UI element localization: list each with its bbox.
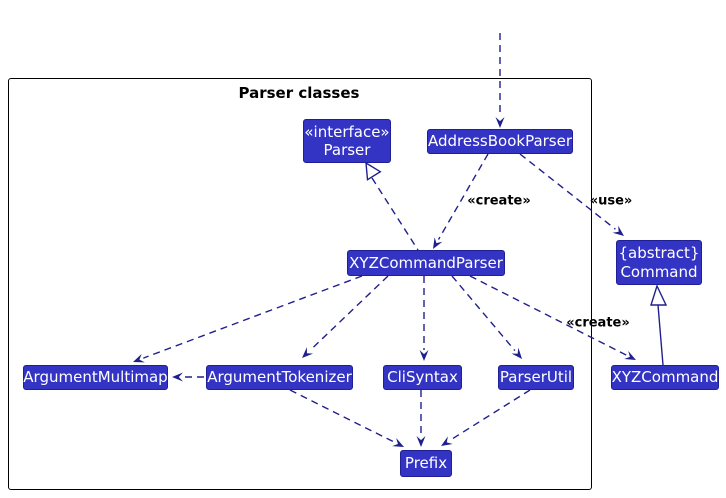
class-argumenttokenizer: ArgumentTokenizer	[206, 365, 353, 390]
class-prefix-label: Prefix	[404, 454, 448, 473]
arrow-xyzcommandparser-to-xyzcommand	[469, 275, 627, 356]
class-xyzcommandparser: XYZCommandParser	[347, 250, 505, 276]
arrowhead-clisyntax-to-prefix	[416, 436, 426, 447]
package-frame	[8, 78, 592, 490]
arrow-xyzcommandparser-to-parserutil	[451, 275, 516, 352]
arrow-xyzcommandparser-realizes-parser	[371, 177, 419, 251]
class-xyzcommandparser-label: XYZCommandParser	[349, 253, 503, 272]
edge-label-use: «use»	[589, 193, 633, 209]
arrow-xyzcommandparser-to-argumenttokenizer	[309, 275, 389, 351]
class-xyzcommand-label: XYZCommand	[611, 368, 719, 387]
package-frame-title: Parser classes	[238, 84, 360, 102]
class-clisyntax: CliSyntax	[383, 365, 462, 390]
arrowhead-xyzcommandparser-to-argumentmultimap	[133, 353, 145, 363]
arrow-parserutil-to-prefix	[449, 389, 531, 441]
class-argumentmultimap-label: ArgumentMultimap	[23, 368, 168, 387]
class-command-stereotype: {abstract}	[618, 244, 700, 263]
arrowhead-external-to-addressbookparser	[495, 117, 505, 128]
class-argumentmultimap: ArgumentMultimap	[23, 365, 168, 390]
class-xyzcommand: XYZCommand	[611, 365, 719, 390]
edge-label-create-bottom: «create»	[566, 315, 630, 331]
arrowhead-xyzcommandparser-to-clisyntax	[419, 350, 429, 361]
class-command: {abstract} Command	[616, 240, 702, 285]
arrow-addressbookparser-to-xyzcommandparser	[437, 153, 489, 240]
arrowhead-addressbookparser-to-xyzcommandparser	[433, 237, 443, 249]
class-clisyntax-label: CliSyntax	[387, 368, 458, 387]
class-parserutil: ParserUtil	[498, 365, 574, 390]
inheritance-triangle-command	[650, 284, 668, 306]
arrowhead-addressbookparser-to-command	[612, 225, 624, 236]
class-argumenttokenizer-label: ArgumentTokenizer	[207, 368, 352, 387]
arrow-addressbookparser-to-command	[519, 153, 616, 230]
realization-triangle-parser	[365, 161, 382, 181]
class-prefix: Prefix	[400, 450, 452, 477]
class-parserutil-label: ParserUtil	[499, 368, 573, 387]
arrowhead-argumenttokenizer-to-prefix	[392, 438, 404, 447]
arrowhead-xyzcommandparser-to-parserutil	[511, 347, 522, 359]
arrow-xyzcommandparser-to-argumentmultimap	[143, 275, 363, 359]
arrowhead-parserutil-to-prefix	[441, 436, 453, 446]
class-parser-stereotype: «interface»	[304, 122, 390, 141]
edge-label-create-top: «create»	[467, 193, 531, 209]
arrow-xyzcommand-extends-command	[657, 304, 664, 366]
arrowhead-xyzcommandparser-to-xyzcommand	[624, 351, 636, 360]
class-addressbookparser: AddressBookParser	[427, 129, 573, 154]
class-parser-label: Parser	[323, 141, 371, 159]
arrowhead-xyzcommandparser-to-argumenttokenizer	[302, 347, 314, 358]
class-addressbookparser-label: AddressBookParser	[428, 132, 573, 151]
class-parser: «interface» Parser	[303, 119, 391, 163]
class-command-label: Command	[620, 262, 698, 281]
arrow-argumenttokenizer-to-prefix	[289, 389, 395, 443]
arrowhead-argumenttokenizer-to-argumentmultimap	[172, 372, 183, 382]
